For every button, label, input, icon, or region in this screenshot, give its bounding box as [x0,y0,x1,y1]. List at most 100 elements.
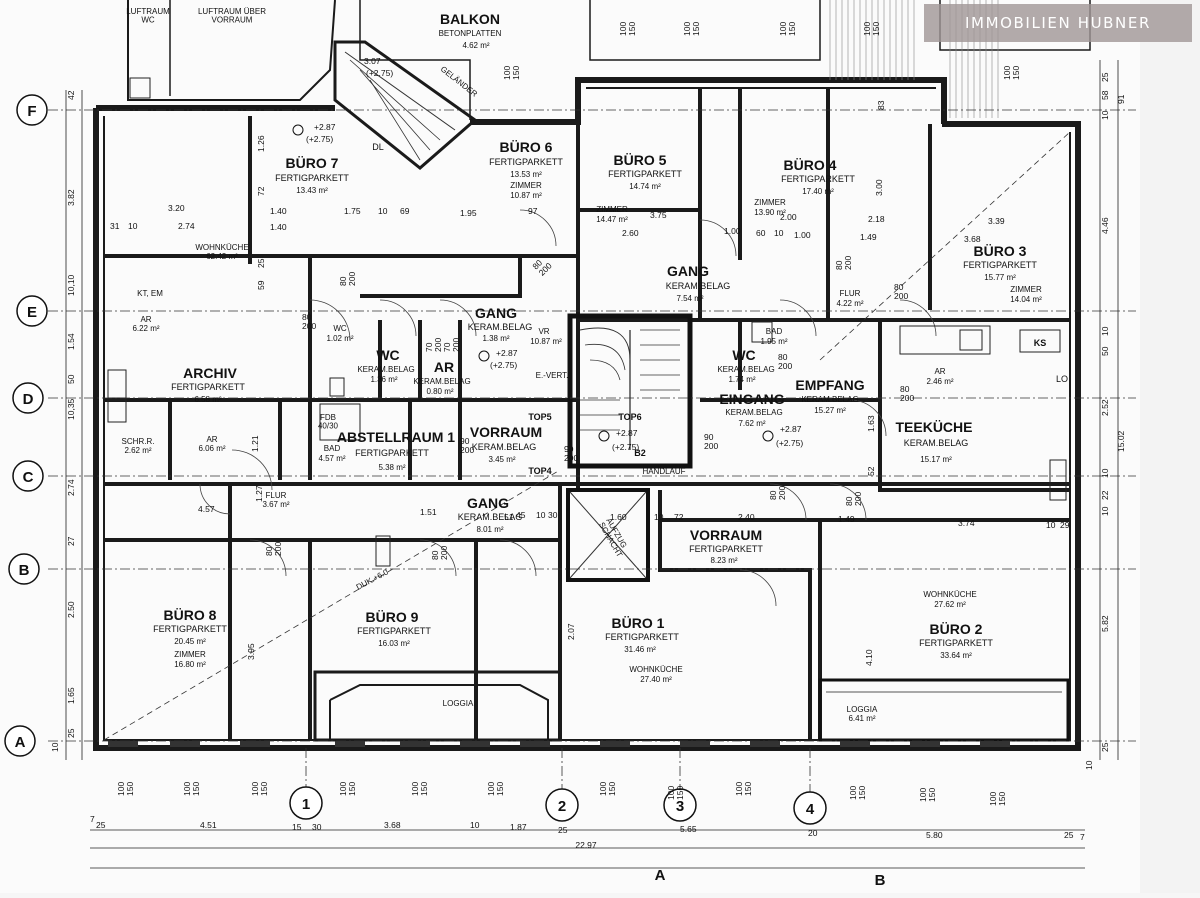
floor-plan: F E D C B A 1 2 3 4 A B [4,0,1136,889]
svg-text:1.51: 1.51 [420,507,437,517]
svg-text:10: 10 [378,206,388,216]
svg-text:59: 59 [256,280,266,290]
row-axis-e: E [16,295,48,327]
handlauf-label: HANDLAUF [642,467,685,476]
col-axis-4: 4 [793,791,827,825]
svg-text:25: 25 [66,728,76,738]
svg-text:100150: 100150 [778,22,797,36]
svg-text:BÜRO 7: BÜRO 7 [286,155,339,171]
svg-text:5.80: 5.80 [926,830,943,840]
svg-text:10: 10 [654,512,664,522]
svg-text:15.77 m²: 15.77 m² [984,273,1016,282]
svg-text:VORRAUM: VORRAUM [690,527,762,543]
svg-text:BÜRO 1: BÜRO 1 [612,615,665,631]
row-axis-a: A [4,725,36,757]
loggia1-label: LOGGIA [443,699,474,708]
svg-text:2.74: 2.74 [178,221,195,231]
e-verteiler-label: E.-VERT. [536,371,569,380]
svg-text:5.65: 5.65 [680,824,697,834]
svg-text:80200: 80200 [778,352,792,371]
svg-text:(+2.75): (+2.75) [612,442,639,452]
svg-text:1.40: 1.40 [270,206,287,216]
section-mark-a: A [655,867,666,884]
svg-text:7.62 m²: 7.62 m² [738,419,765,428]
svg-text:FERTIGPARKETT: FERTIGPARKETT [963,260,1037,270]
room-eingang: EINGANG KERAM.BELAG 7.62 m² [719,391,784,428]
dims-left: 42 3.82 10,10 1.54 10,35 50 2.74 27 2.50… [50,90,76,752]
svg-text:25: 25 [96,820,106,830]
svg-text:EINGANG: EINGANG [719,391,784,407]
svg-text:3.20: 3.20 [168,203,185,213]
svg-text:5.82: 5.82 [1100,615,1110,632]
svg-text:3.07: 3.07 [364,56,381,66]
svg-text:27: 27 [66,536,76,546]
svg-text:10: 10 [1046,520,1056,530]
svg-text:80200: 80200 [894,282,908,301]
kt-em-label: KT, EM [137,289,163,298]
svg-text:1.49: 1.49 [838,514,855,524]
svg-text:1.00: 1.00 [724,226,741,236]
svg-text:100150: 100150 [598,782,617,796]
svg-text:10: 10 [774,228,784,238]
svg-text:25: 25 [1100,742,1110,752]
balkon-hatch [829,0,999,118]
bad2-area: 1.95 m² [760,337,787,346]
betonplatten-label: BETONPLATTEN [439,29,502,38]
svg-text:25: 25 [558,825,568,835]
svg-text:+2.87: +2.87 [496,348,518,358]
svg-text:F: F [27,103,36,120]
col-axis-2: 2 [545,788,579,822]
svg-text:VORRAUM: VORRAUM [470,424,542,440]
svg-text:KERAM.BELAG: KERAM.BELAG [717,365,774,374]
svg-text:100150: 100150 [182,782,201,796]
svg-text:13.43 m²: 13.43 m² [296,186,328,195]
svg-text:7: 7 [90,814,95,824]
svg-text:80200: 80200 [900,384,914,403]
svg-text:70200: 70200 [424,338,443,352]
svg-text:2.00: 2.00 [780,212,797,222]
svg-text:1.95: 1.95 [460,208,477,218]
svg-text:100150: 100150 [116,782,135,796]
svg-text:4: 4 [806,801,815,818]
loggia2-label: LOGGIA [847,705,878,714]
svg-text:97: 97 [528,206,538,216]
svg-text:50: 50 [66,374,76,384]
svg-text:100150: 100150 [682,22,701,36]
svg-text:30: 30 [312,822,322,832]
vr-label: VR [538,327,549,336]
svg-text:1.60: 1.60 [610,512,627,522]
dims-bottom: 7 25 4.51 15 30 3.68 10 1.87 25 5.65 20 … [90,814,1085,850]
svg-text:2.60: 2.60 [622,228,639,238]
room-gang-middle: GANG KERAM.BELAG 1.38 m² [468,305,533,343]
svg-text:1.00: 1.00 [794,230,811,240]
svg-text:3.68: 3.68 [964,234,981,244]
svg-text:4.51: 4.51 [200,820,217,830]
svg-text:10: 10 [1100,468,1110,478]
room-gang-top: GANG KERAM.BELAG 7.54 m² [666,263,731,303]
room-buero-2: BÜRO 2 FERTIGPARKETT 33.64 m² WOHNKÜCHE … [919,590,993,660]
svg-text:BÜRO 3: BÜRO 3 [974,243,1027,259]
svg-text:100150: 100150 [410,782,429,796]
svg-text:15.27 m²: 15.27 m² [814,406,846,415]
svg-text:100150: 100150 [250,782,269,796]
svg-text:1.21: 1.21 [250,435,260,452]
window-bands [108,741,1010,747]
room-abstellraum-1: ABSTELLRAUM 1 FERTIGPARKETT 5.38 m² [337,429,455,472]
svg-text:15: 15 [292,822,302,832]
svg-text:KERAM.BELAG: KERAM.BELAG [357,365,414,374]
svg-text:100150: 100150 [618,22,637,36]
svg-text:100150: 100150 [502,66,521,80]
duk-label: DUK.+6.0 [355,567,391,592]
ks-label: KS [1034,338,1047,348]
level-marker-2: +2.87 (+2.75) [478,348,518,370]
svg-text:5.38 m²: 5.38 m² [378,463,405,472]
wc-small-label: WC [333,324,347,333]
svg-text:KERAM.BELAG: KERAM.BELAG [725,408,782,417]
svg-text:80200: 80200 [834,256,853,270]
svg-text:KERAM.BELAG: KERAM.BELAG [413,377,470,386]
svg-text:+2.87: +2.87 [616,428,638,438]
col-axis-3: 3 [663,788,697,822]
svg-text:4.10: 4.10 [864,649,874,666]
ar2-area: 6.06 m² [198,444,225,453]
